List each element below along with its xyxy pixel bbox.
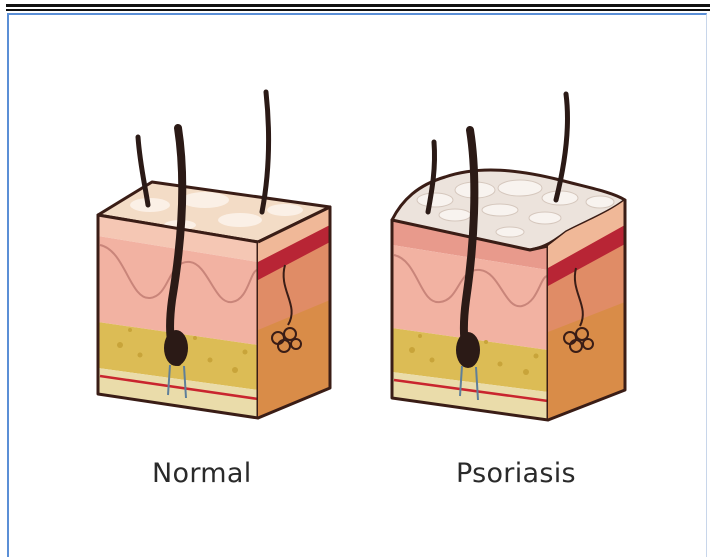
normal-hair-follicle xyxy=(164,330,188,366)
psoriasis-label: Psoriasis xyxy=(456,458,576,489)
psoriasis-hair-follicle xyxy=(456,332,480,368)
normal-hair-right xyxy=(262,92,269,212)
normal-skin-block xyxy=(98,92,330,418)
psoriasis-skin-block xyxy=(392,94,625,420)
normal-label: Normal xyxy=(152,458,252,489)
